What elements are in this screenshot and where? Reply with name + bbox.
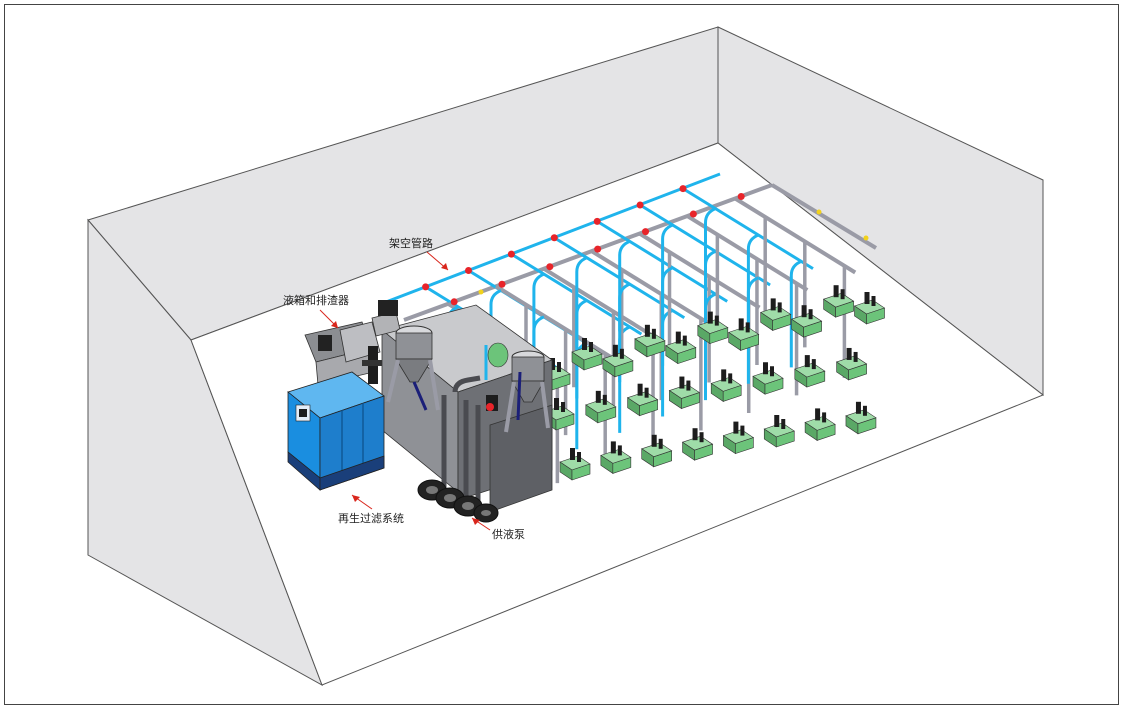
- annotations: 架空管路 液箱和排渣器 再生过滤系统 供液泵: [283, 236, 525, 541]
- valve: [679, 185, 687, 193]
- machine-unit: [760, 298, 792, 331]
- valve: [550, 234, 558, 242]
- machine-unit: [585, 390, 617, 424]
- machine-unit: [681, 428, 714, 461]
- machine-unit: [790, 305, 823, 338]
- machine-unit: [845, 401, 877, 435]
- blue-drop: [575, 256, 588, 348]
- room: [87, 26, 1044, 687]
- machine-unit: [794, 355, 826, 388]
- machine-unit: [804, 408, 836, 441]
- arrowhead-regen-filter: [352, 495, 360, 502]
- machine-unit: [728, 318, 760, 351]
- machine-unit: [641, 434, 673, 468]
- valve: [498, 280, 506, 288]
- machine-units: [539, 285, 886, 481]
- pump: [473, 503, 499, 523]
- valve: [642, 228, 650, 236]
- machine-unit: [835, 347, 868, 381]
- gray-branch: [494, 284, 618, 362]
- gray-branch: [734, 196, 857, 275]
- blue-drop: [789, 260, 802, 368]
- valve: [507, 250, 515, 258]
- blue-drop: [532, 272, 545, 365]
- machine-unit: [559, 448, 591, 481]
- arrowhead-tank-and-slag: [331, 321, 338, 328]
- arrowhead-supply-pump: [472, 518, 480, 525]
- valve: [546, 263, 554, 271]
- label-supply-pump: 供液泵: [492, 527, 525, 541]
- machine-unit: [665, 331, 697, 365]
- blue-drop: [746, 233, 760, 333]
- machine-unit: [571, 338, 603, 371]
- gray-branch: [638, 231, 761, 310]
- fitting: [816, 209, 822, 215]
- valve: [465, 267, 472, 274]
- valve: [594, 245, 602, 253]
- machine-unit: [668, 376, 701, 410]
- blue-branch: [682, 187, 814, 270]
- arrowhead-overhead-pipe: [441, 263, 448, 270]
- label-tank-and-slag: 液箱和排渣器: [283, 293, 349, 307]
- valve: [636, 201, 644, 209]
- fitting: [478, 289, 484, 295]
- gray-main-header: [403, 183, 773, 322]
- fitting: [863, 235, 869, 241]
- machine-unit: [822, 285, 855, 318]
- blue-drop: [661, 223, 674, 315]
- label-overhead-pipe: 架空管路: [389, 236, 433, 250]
- machine-unit: [600, 441, 632, 474]
- gray-branch: [590, 249, 713, 327]
- machine-unit: [697, 311, 729, 345]
- machine-unit: [752, 362, 784, 395]
- blue-drop: [618, 239, 631, 332]
- valve: [689, 210, 697, 218]
- floor: [190, 142, 1044, 686]
- valve: [422, 283, 430, 291]
- machine-unit: [763, 415, 795, 448]
- gray-branch: [542, 266, 665, 345]
- valve: [593, 217, 601, 225]
- machine-unit: [722, 421, 755, 455]
- green-pump: [487, 342, 509, 368]
- blue-drop: [704, 207, 717, 299]
- tank-pipes: [441, 345, 498, 505]
- valve: [737, 193, 745, 200]
- filter-cone-2: [504, 350, 550, 433]
- blue-drop: [489, 289, 502, 381]
- machine-unit: [602, 344, 634, 378]
- diagram-frame: [4, 4, 1119, 705]
- filter-cabinet: [287, 371, 385, 491]
- machine-unit: [710, 369, 742, 402]
- machine-unit: [853, 292, 886, 325]
- machine-unit: [634, 324, 666, 358]
- label-regen-filter: 再生过滤系统: [338, 511, 404, 525]
- machine-unit: [626, 383, 659, 417]
- gray-header-end: [770, 183, 878, 250]
- filter-cone-1: [386, 325, 440, 411]
- supply-pumps: [417, 479, 499, 523]
- valve: [450, 298, 458, 306]
- slag-discharger: [304, 321, 386, 386]
